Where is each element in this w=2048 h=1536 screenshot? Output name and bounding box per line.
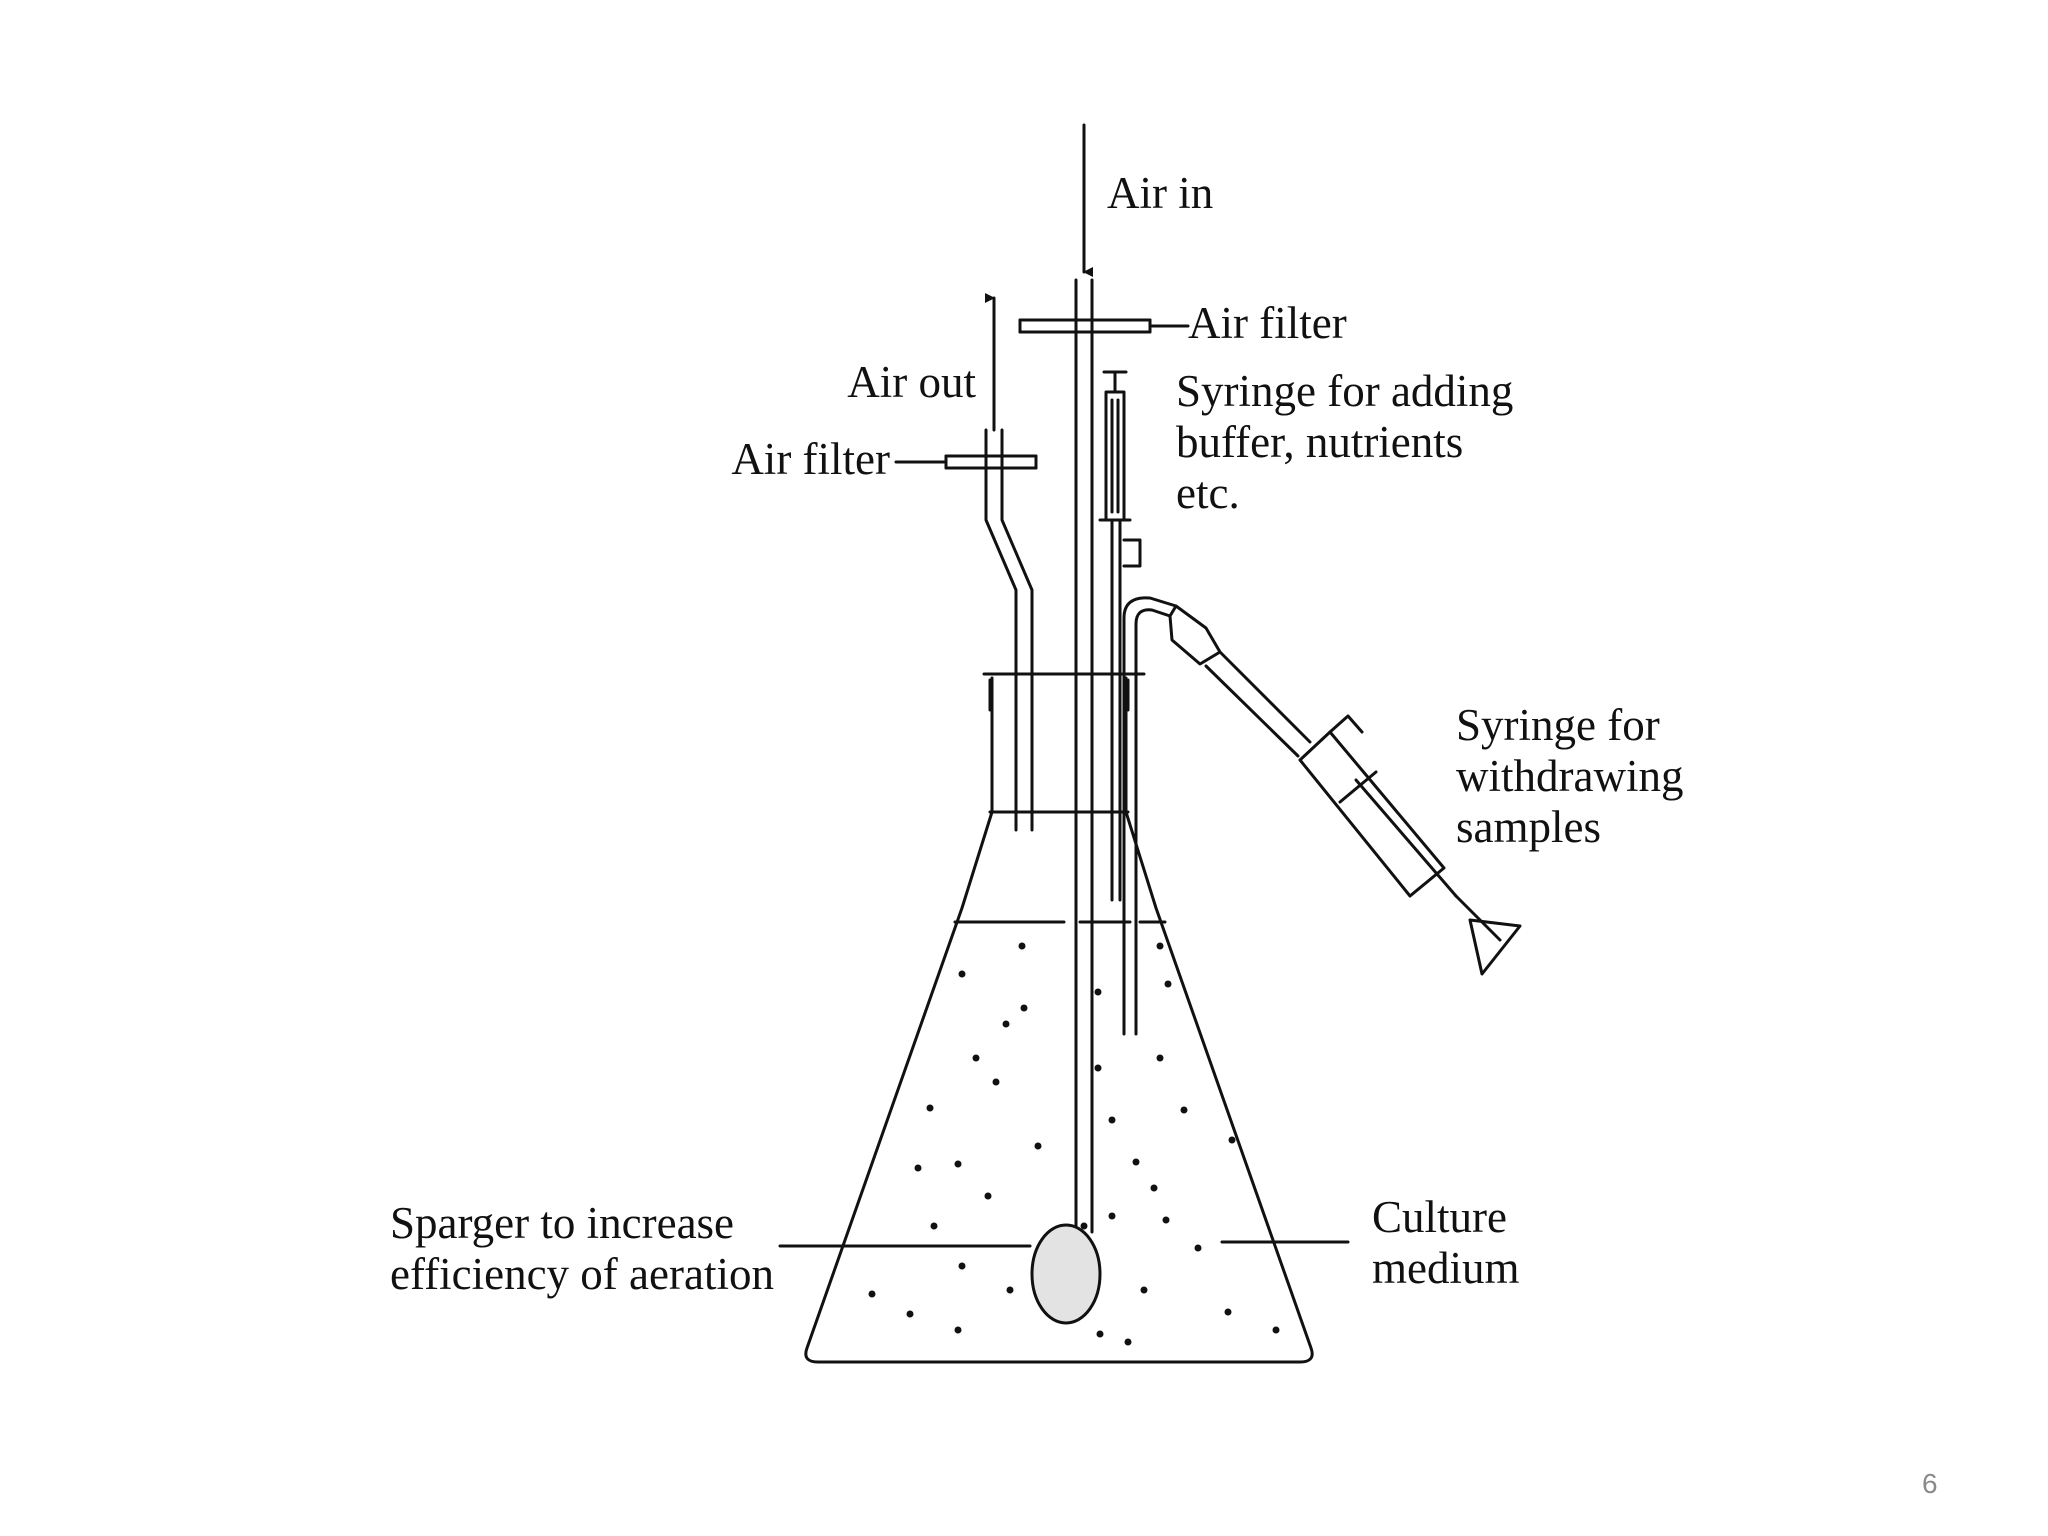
air-in-tube bbox=[1018, 278, 1152, 1234]
label-air-filter-left: Air filter bbox=[731, 434, 890, 484]
label-syringe-withdraw-line-1: Syringe for bbox=[1456, 700, 1660, 750]
label-syringe-withdraw: Syringe for withdrawing samples bbox=[1456, 700, 1683, 853]
flask-body bbox=[804, 672, 1314, 1364]
sparger-bulb bbox=[1030, 1223, 1102, 1325]
label-culture-medium-line-2: medium bbox=[1372, 1243, 1520, 1293]
label-syringe-add-line-1: Syringe for adding bbox=[1176, 366, 1514, 416]
label-culture-medium: Culture medium bbox=[1372, 1192, 1519, 1294]
withdrawing-syringe bbox=[1298, 714, 1522, 976]
label-air-in: Air in bbox=[1107, 168, 1214, 218]
label-sparger-line-1: Sparger to increase bbox=[390, 1198, 735, 1248]
label-syringe-add: Syringe for adding buffer, nutrients etc… bbox=[1176, 366, 1513, 519]
label-sparger-line-2: efficiency of aeration bbox=[390, 1249, 774, 1299]
page-number: 6 bbox=[1922, 1468, 1938, 1499]
adding-syringe bbox=[1098, 370, 1142, 902]
label-air-out: Air out bbox=[847, 357, 976, 407]
sampling-tube bbox=[1122, 596, 1312, 1036]
culture-cells bbox=[868, 942, 1280, 1346]
air-out-tube bbox=[944, 428, 1038, 832]
label-syringe-withdraw-line-2: withdrawing bbox=[1456, 751, 1684, 801]
label-culture-medium-line-1: Culture bbox=[1372, 1192, 1507, 1242]
label-syringe-add-line-2: buffer, nutrients bbox=[1176, 417, 1464, 467]
label-syringe-add-line-3: etc. bbox=[1176, 468, 1240, 518]
label-air-filter-top: Air filter bbox=[1188, 298, 1347, 348]
label-sparger: Sparger to increase efficiency of aerati… bbox=[390, 1198, 774, 1300]
label-syringe-withdraw-line-3: samples bbox=[1456, 802, 1601, 852]
